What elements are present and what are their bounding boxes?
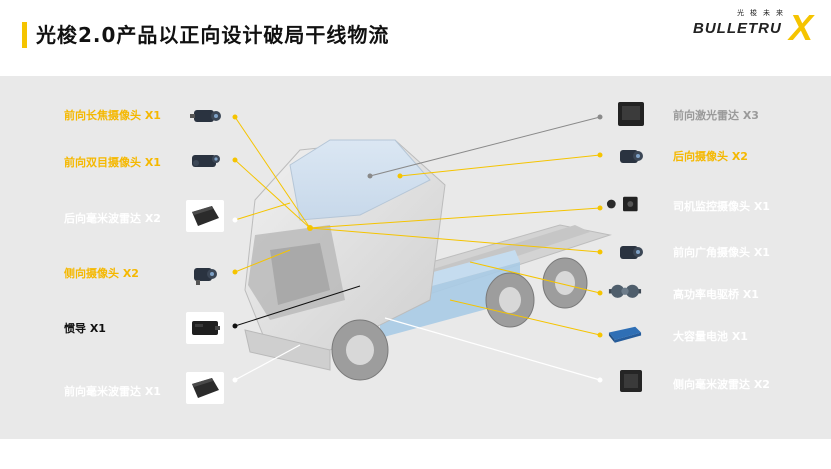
- label-imu: 惯导 X1: [64, 322, 106, 335]
- side-camera-icon: [186, 258, 224, 290]
- label-side-camera: 侧向摄像头 X2: [64, 267, 139, 280]
- logo-english-text: BULLETRU: [693, 20, 782, 37]
- label-rear-mmwave-radar: 后向毫米波雷达 X2: [64, 212, 161, 225]
- wide-camera-icon: [612, 236, 650, 268]
- label-front-wide-camera: 前向广角摄像头 X1: [673, 246, 770, 259]
- stereo-camera-icon: [186, 145, 224, 177]
- brand-logo: 光梭未来 BULLETRU X: [693, 8, 813, 50]
- front-radar-icon: [186, 372, 224, 404]
- label-high-power-e-axle: 高功率电驱桥 X1: [673, 288, 759, 301]
- label-front-telephoto-camera: 前向长焦摄像头 X1: [64, 109, 161, 122]
- lidar-icon: [612, 98, 650, 130]
- label-front-mmwave-radar: 前向毫米波雷达 X1: [64, 385, 161, 398]
- dms-camera-icon: [604, 188, 656, 220]
- page-title: 光梭2.0产品以正向设计破局干线物流: [36, 23, 390, 47]
- imu-icon: [186, 312, 224, 344]
- battery-icon: [606, 318, 658, 350]
- e-axle-icon: [606, 276, 658, 308]
- radar-icon: [186, 200, 224, 232]
- label-front-stereo-camera: 前向双目摄像头 X1: [64, 156, 161, 169]
- camera-icon: [186, 100, 224, 132]
- side-radar-icon: [612, 364, 650, 396]
- rear-camera-icon: [612, 140, 650, 172]
- label-rear-camera: 后向摄像头 X2: [673, 150, 748, 163]
- label-driver-monitor-camera: 司机监控摄像头 X1: [673, 200, 770, 213]
- label-large-battery: 大容量电池 X1: [673, 330, 748, 343]
- label-side-mmwave-radar: 侧向毫米波雷达 X2: [673, 378, 770, 391]
- logo-x-mark: X: [788, 7, 813, 48]
- logo-chinese-text: 光梭未来: [737, 9, 789, 17]
- title-accent-bar: [22, 22, 27, 48]
- label-front-lidar: 前向激光雷达 X3: [673, 109, 759, 122]
